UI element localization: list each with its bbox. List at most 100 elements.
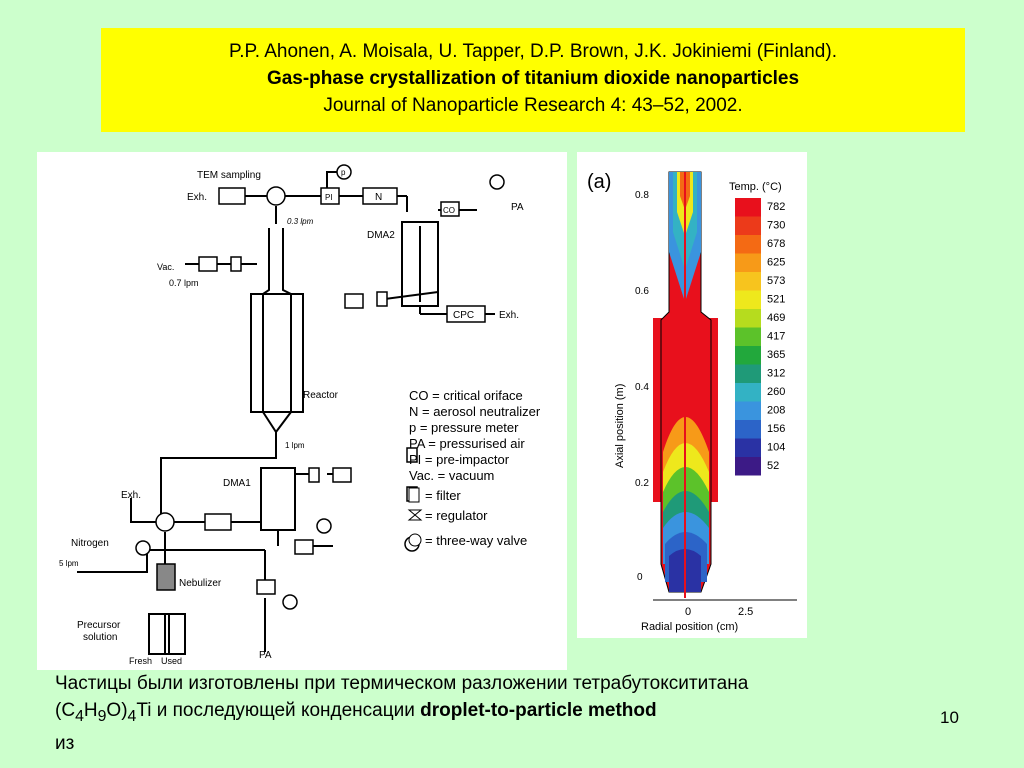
y-axis-label: Axial position (m) <box>614 384 626 468</box>
colorbar-label: 730 <box>767 220 785 232</box>
formula-part-b: H <box>83 700 98 721</box>
reference-journal: Journal of Nanoparticle Research 4: 43–5… <box>323 95 743 116</box>
label-exh-cpc: Exh. <box>499 310 519 321</box>
colorbar-label: 417 <box>767 331 785 343</box>
colorbar-label: 156 <box>767 423 785 435</box>
temperature-colorbar: 782 730 678 625 573 521 469 417 365 312 260 208 156 1… <box>735 198 785 476</box>
colorbar-label: 625 <box>767 257 785 269</box>
legend-regulator: = regulator <box>425 508 488 523</box>
caption-line-2: (C4H9O)4Ti и последующей конденсации dro… <box>55 697 995 730</box>
label-reactor: Reactor <box>303 390 339 401</box>
label-dma1: DMA1 <box>223 478 251 489</box>
label-flow-5: 5 lpm <box>59 559 79 568</box>
y-tick-04: 0.4 <box>635 382 649 393</box>
colorbar-swatch <box>735 420 761 439</box>
formula-sub-2: 9 <box>97 707 107 725</box>
y-tick-06: 0.6 <box>635 286 649 297</box>
label-exh-left: Exh. <box>121 490 141 501</box>
colorbar-label: 678 <box>767 238 785 250</box>
legend-filter: = filter <box>425 488 461 503</box>
reference-title: Gas-phase crystallization of titanium di… <box>266 68 800 89</box>
heater-wall-left <box>653 318 663 502</box>
label-precursor-1: Precursor <box>77 620 121 631</box>
label-exh-top: Exh. <box>187 192 207 203</box>
label-nebulizer: Nebulizer <box>179 578 222 589</box>
colorbar-swatch <box>735 457 761 476</box>
label-pa-bottom: PA <box>259 650 272 661</box>
colorbar-label: 208 <box>767 405 785 417</box>
panel-label: (a) <box>587 171 611 193</box>
label-fresh: Fresh <box>129 656 152 666</box>
colorbar-swatch <box>735 235 761 254</box>
regulator-icon <box>407 509 423 521</box>
colorbar-label: 104 <box>767 442 785 454</box>
label-vac: Vac. <box>157 262 174 272</box>
label-dma2: DMA2 <box>367 230 395 241</box>
temperature-contour-plot: (a) 0.8 0.6 0.4 0.2 0 Axial position (m)… <box>577 152 807 638</box>
formula-part-c: O) <box>106 700 128 721</box>
formula-sub-3: 4 <box>127 707 137 725</box>
colorbar-swatch <box>735 290 761 309</box>
legend-co: CO = critical oriface <box>409 388 523 403</box>
legend-vac: Vac. = vacuum <box>409 468 494 483</box>
formula-part-a: (C <box>55 700 76 721</box>
method-name: droplet-to-particle method <box>420 700 657 721</box>
reference-authors: P.P. Ahonen, A. Moisala, U. Tapper, D.P.… <box>229 41 837 62</box>
label-flow-1: 1 lpm <box>285 441 305 450</box>
colorbar-label: 365 <box>767 349 785 361</box>
colorbar-swatch <box>735 346 761 365</box>
label-tem-sampling: TEM sampling <box>197 170 261 181</box>
label-pi: PI <box>325 193 333 202</box>
colorbar-swatch <box>735 327 761 346</box>
label-flow-07: 0.7 lpm <box>169 278 199 288</box>
colorbar-swatch <box>735 438 761 457</box>
legend-n: N = aerosol neutralizer <box>409 404 541 419</box>
y-tick-0: 0 <box>637 572 643 583</box>
caption: Частицы были изготовлены при термическом… <box>55 670 995 757</box>
reference-box: P.P. Ahonen, A. Moisala, U. Tapper, D.P.… <box>101 28 965 132</box>
x-axis-label: Radial position (cm) <box>641 621 738 633</box>
label-p: p <box>341 168 346 177</box>
colorbar-label: 52 <box>767 460 779 472</box>
colorbar-label: 573 <box>767 275 785 287</box>
caption-line-3: из <box>55 732 75 754</box>
formula-sub-1: 4 <box>75 707 84 725</box>
colorbar-swatch <box>735 216 761 235</box>
colorbar-swatch <box>735 401 761 420</box>
y-tick-labels: 0.8 0.6 0.4 0.2 0 <box>635 190 649 583</box>
label-flow-03: 0.3 lpm <box>287 217 314 226</box>
colorbar-label: 260 <box>767 386 785 398</box>
colorbar-label: 469 <box>767 312 785 324</box>
colorbar-swatch <box>735 364 761 383</box>
x-tick-0: 0 <box>685 606 691 618</box>
y-tick-02: 0.2 <box>635 478 649 489</box>
colorbar-label: 782 <box>767 201 785 213</box>
colorbar-swatch <box>735 309 761 328</box>
experimental-setup-diagram: TEM sampling Exh. p PI N CO PA 0.3 lpm D… <box>37 152 567 670</box>
label-n: N <box>375 192 382 203</box>
colorbar-swatch <box>735 383 761 402</box>
label-pa: PA <box>511 202 524 213</box>
legend-pa: PA = pressurised air <box>409 436 525 451</box>
three-way-valve-icon <box>408 533 422 547</box>
legend-three-way-valve: = three-way valve <box>425 533 527 548</box>
colorbar-swatch <box>735 272 761 291</box>
formula-part-d: Ti и последующей конденсации <box>136 700 421 721</box>
colorbar-label: 312 <box>767 368 785 380</box>
heater-wall-right <box>708 318 718 502</box>
filter-icon <box>408 487 420 503</box>
colorbar-swatch <box>735 198 761 217</box>
label-nitrogen: Nitrogen <box>71 538 109 549</box>
label-cpc: CPC <box>453 310 474 321</box>
y-tick-08: 0.8 <box>635 190 649 201</box>
colorbar-label: 521 <box>767 294 785 306</box>
page-number: 10 <box>940 708 959 727</box>
label-co: CO <box>443 206 455 215</box>
schematic-legend: CO = critical oriface N = aerosol neutra… <box>407 388 541 548</box>
x-tick-25: 2.5 <box>738 606 753 618</box>
colorbar-swatch <box>735 253 761 272</box>
temp-legend-title: Temp. (°C) <box>729 181 782 193</box>
caption-line-1: Частицы были изготовлены при термическом… <box>55 673 749 694</box>
legend-p: p = pressure meter <box>409 420 519 435</box>
label-used: Used <box>161 656 182 666</box>
